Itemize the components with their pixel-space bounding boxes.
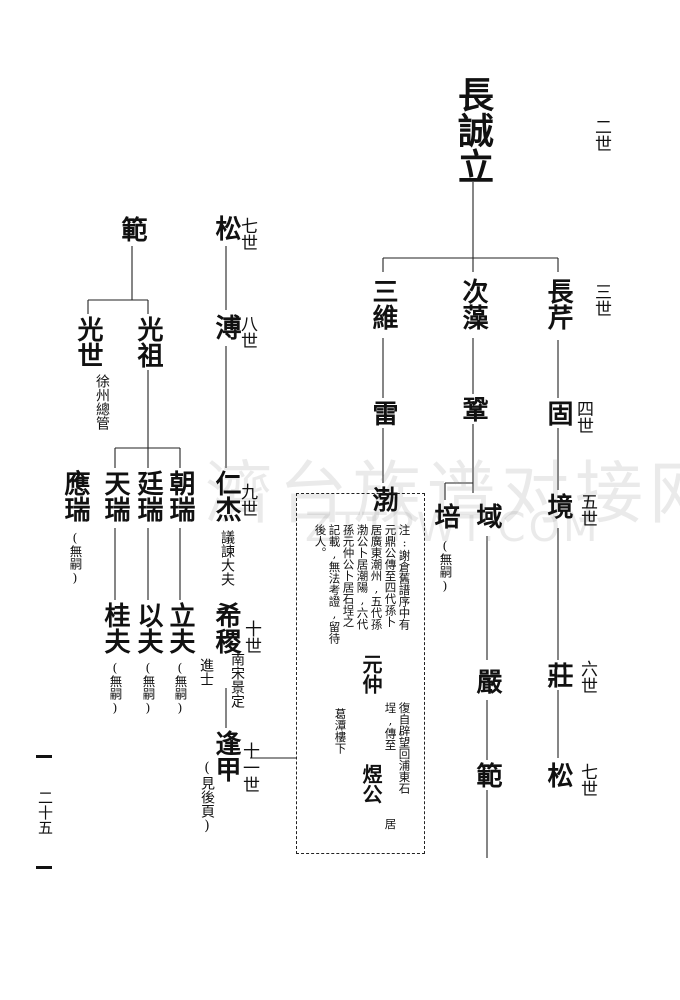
generation-4: 四世	[573, 400, 593, 434]
renjie-title: 議諫大夫	[219, 530, 235, 586]
person-yan2: 嚴	[472, 668, 502, 694]
page-number: 二十五	[36, 755, 54, 869]
box-person-yugong: 煜公	[359, 764, 383, 804]
generation-2: 二世	[591, 118, 611, 152]
person-sanwei: 三維	[368, 278, 398, 330]
person-zhuang: 莊	[543, 662, 573, 688]
box-text-4: 葛潭樓下	[333, 708, 348, 754]
guifu-note-wusi: (無嗣)	[107, 660, 123, 715]
generation-11: 十一世	[239, 742, 259, 793]
person-guangzu: 光祖	[133, 316, 163, 368]
person-yingrui: 應瑞	[60, 470, 90, 522]
box-col-4: 渤公卜居潮陽,六代	[355, 524, 370, 630]
generation-7: 七世	[577, 763, 597, 797]
person-guangshi: 光世	[73, 316, 103, 368]
yingrui-note-wusi: (無嗣)	[67, 530, 83, 585]
person-lifu: 立夫	[165, 602, 195, 654]
person-changchengli: 長誠立	[452, 76, 494, 184]
box-col-3: 居廣東潮州,五代孫	[369, 524, 384, 630]
generation-7-left: 七世	[237, 217, 257, 251]
generation-5: 五世	[577, 493, 597, 527]
person-pei: 培	[430, 503, 460, 529]
pei-note-wusi: (無嗣)	[437, 538, 453, 593]
person-song-right: 松	[543, 762, 573, 788]
box-col-7: 後人。	[313, 524, 328, 559]
generation-9: 九世	[237, 483, 257, 517]
person-cizao: 次藻	[458, 278, 488, 330]
generation-3: 三世	[591, 283, 611, 317]
person-changjian: 長芹	[543, 278, 573, 330]
box-col-6: 記載,無法考證,留待	[327, 524, 342, 644]
box-text-1: 復自辟望回浦東石	[397, 702, 412, 794]
person-fengjia: 逢甲	[211, 730, 241, 782]
person-jing: 境	[543, 493, 573, 519]
box-col-1: 注:謝倉舊譜序中有	[397, 524, 412, 630]
person-tianrui: 天瑞	[100, 470, 130, 522]
watermark-latin: ZTTPWT.COM	[305, 505, 601, 551]
xiji-note-nansong: 南宋景定	[229, 652, 245, 708]
guangshi-note: 徐州總管	[94, 374, 110, 430]
person-pu: 溥	[211, 314, 241, 340]
box-text-3: 居	[383, 818, 398, 830]
person-renjie: 仁杰	[211, 470, 241, 522]
generation-8: 八世	[237, 315, 257, 349]
generation-10: 十世	[241, 620, 261, 654]
person-gu: 固	[543, 400, 573, 426]
person-tingrui: 廷瑞	[133, 470, 163, 522]
person-fan-left: 範	[117, 216, 147, 242]
generation-6: 六世	[577, 660, 597, 694]
person-chaorui: 朝瑞	[165, 470, 195, 522]
box-person-yuanzhong: 元仲	[359, 654, 383, 694]
person-yu: 域	[472, 503, 502, 529]
person-fan-right: 範	[472, 762, 502, 788]
fengjia-note: (見後頁)	[199, 760, 215, 834]
box-text-2: 埕,傳至	[383, 702, 398, 751]
person-guifu: 桂夫	[100, 602, 130, 654]
person-yan: 鞏	[458, 396, 488, 422]
xiji-note-jinshi: 進士	[198, 658, 214, 686]
watermark-chinese: 濟台族谱对接网	[205, 455, 680, 534]
lifu-note-wusi: (無嗣)	[172, 660, 188, 715]
box-col-2: 元鼎公傳至四代孫卜	[383, 524, 398, 628]
person-song-left: 松	[211, 215, 241, 241]
person-lei: 雷	[368, 400, 398, 426]
annotation-box	[296, 493, 425, 854]
yifu-note-wusi: (無嗣)	[140, 660, 156, 715]
box-col-5: 孫元仲公卜居石埕之	[341, 524, 356, 628]
person-bo: 渤	[368, 486, 398, 512]
person-yifu: 以夫	[133, 602, 163, 654]
person-xiji: 希稷	[211, 602, 241, 654]
